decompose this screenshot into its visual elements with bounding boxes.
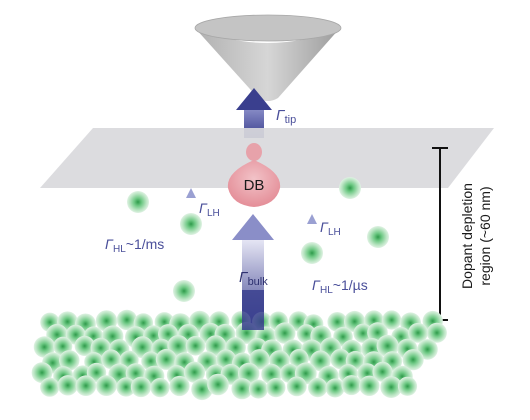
db-label: DB bbox=[244, 177, 265, 194]
dopant-bed bbox=[31, 309, 447, 401]
dopant-ion bbox=[310, 350, 331, 372]
depletion-label-line2: region (~60 nm) bbox=[477, 186, 493, 285]
dopant-ion bbox=[248, 379, 268, 399]
dopant-ion bbox=[116, 309, 138, 331]
dopant-ion bbox=[31, 362, 53, 383]
dopant-ion bbox=[249, 349, 270, 370]
isolated-dopants bbox=[127, 177, 389, 302]
dopant-ion bbox=[266, 378, 286, 398]
dopant-ion bbox=[426, 322, 447, 343]
left-hl-label: ΓHL~1/ms bbox=[105, 236, 164, 255]
dopant-ion bbox=[308, 377, 328, 398]
dopant-ion bbox=[372, 361, 393, 382]
dopant-ion bbox=[185, 336, 206, 356]
dopant-ion bbox=[382, 310, 402, 330]
dopant-ion bbox=[33, 336, 56, 358]
right-hl-label: ΓHL~1/µs bbox=[312, 277, 368, 296]
dopant-ion bbox=[127, 191, 149, 213]
left-lh-arrow bbox=[186, 188, 196, 232]
dopant-ion bbox=[367, 226, 389, 248]
dangling-bond bbox=[227, 143, 281, 207]
dopant-ion bbox=[286, 376, 307, 397]
dopant-ion bbox=[207, 373, 229, 396]
dopant-ion bbox=[57, 375, 78, 396]
dopant-ion bbox=[96, 375, 117, 396]
dopant-ion bbox=[75, 375, 97, 397]
dopant-ion bbox=[59, 350, 80, 371]
dopant-ion bbox=[359, 375, 380, 396]
dopant-ion bbox=[380, 376, 403, 398]
tip-rate-label: Γtip bbox=[276, 107, 296, 126]
dopant-ion bbox=[40, 377, 60, 397]
dopant-ion bbox=[327, 312, 348, 332]
dopant-ion bbox=[408, 322, 428, 343]
dopant-ion bbox=[183, 361, 206, 383]
dopant-ion bbox=[330, 348, 351, 370]
dopant-ion bbox=[353, 323, 373, 343]
dopant-ion bbox=[169, 375, 190, 397]
dopant-ion bbox=[397, 376, 418, 396]
surface-plane bbox=[40, 128, 494, 188]
dopant-ion bbox=[150, 378, 170, 398]
dopant-ion bbox=[274, 322, 296, 344]
dopant-ion bbox=[116, 377, 136, 397]
dopant-ion bbox=[402, 349, 424, 371]
dopant-ion bbox=[341, 375, 362, 396]
dopant-ion bbox=[155, 348, 177, 370]
depletion-label: Dopant depletion region (~60 nm) bbox=[459, 183, 493, 289]
right-lh-label: ΓLH bbox=[320, 219, 341, 238]
dopant-ion bbox=[74, 335, 95, 356]
dopant-ion bbox=[130, 376, 152, 398]
dopant-ion bbox=[173, 280, 195, 302]
bulk-rate-label: Γbulk bbox=[239, 269, 268, 288]
dopant-ion bbox=[325, 378, 345, 398]
bulk-arrow-base bbox=[242, 290, 264, 330]
left-lh-label: ΓLH bbox=[199, 200, 220, 219]
depletion-label-line1: Dopant depletion bbox=[459, 183, 475, 289]
right-lh-arrow bbox=[307, 214, 317, 264]
dopant-ion bbox=[231, 378, 253, 400]
dopant-ion bbox=[339, 177, 361, 199]
stm-tip bbox=[194, 14, 342, 101]
